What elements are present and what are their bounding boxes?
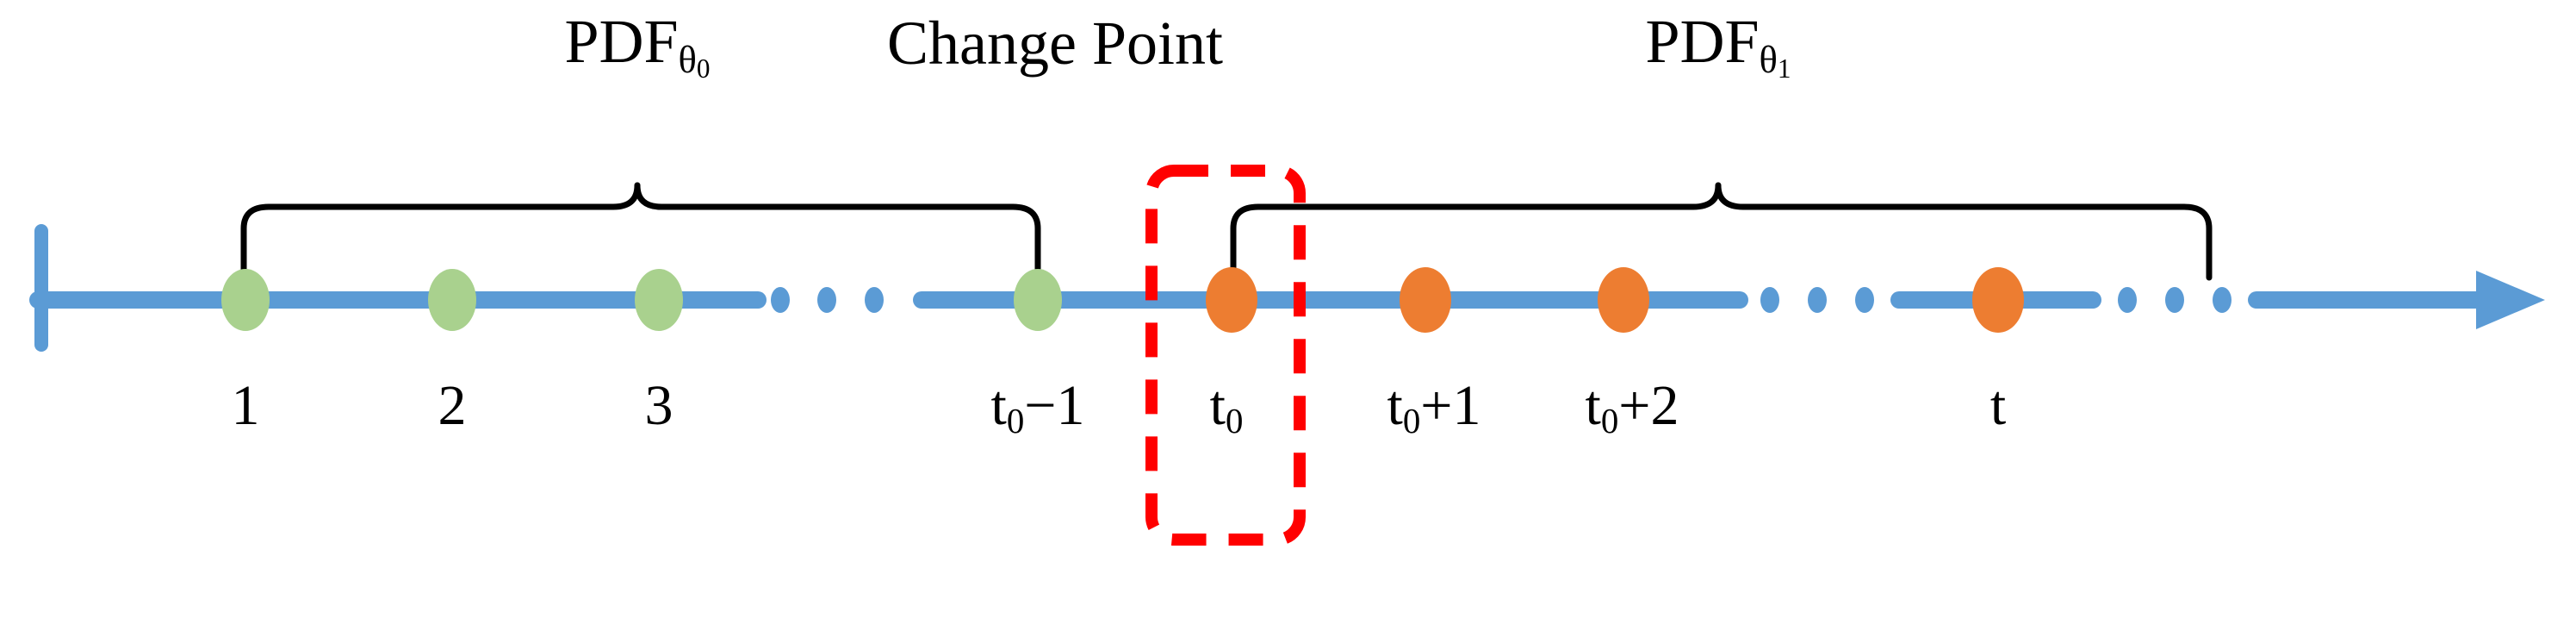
brace-pdf-theta0 — [240, 182, 1041, 281]
tick-label-1: 1 — [231, 374, 260, 437]
ellipsis-group-1 — [771, 287, 884, 313]
tick-label-t0-minus-1: t0−1 — [990, 374, 1085, 440]
marker-point-1[interactable] — [221, 269, 270, 331]
tick-label-t0-plus-2: t0+2 — [1585, 374, 1679, 440]
ellipsis-dot — [1760, 287, 1779, 313]
tick-label-t: t — [1989, 374, 2007, 437]
marker-point-3[interactable] — [635, 269, 683, 331]
marker-point-t[interactable] — [1972, 267, 2024, 333]
label-change-point: Change Point — [887, 9, 1223, 78]
ellipsis-dot — [865, 287, 884, 313]
ellipsis-dot — [1808, 287, 1827, 313]
subscript-0: 0 — [1006, 401, 1025, 440]
ellipsis-group-3 — [2118, 287, 2231, 313]
ellipsis-dot — [771, 287, 790, 313]
ellipsis-dot — [817, 287, 836, 313]
ellipsis-dot — [2118, 287, 2137, 313]
ellipsis-dot — [2165, 287, 2184, 313]
subscript-0: 0 — [1600, 401, 1619, 440]
tick-label-t0: t0 — [1209, 374, 1244, 440]
ellipsis-group-2 — [1760, 287, 1874, 313]
subscript-0: 0 — [1402, 401, 1421, 440]
marker-point-t0[interactable] — [1206, 267, 1257, 333]
marker-point-2[interactable] — [428, 269, 476, 331]
brace-right-leg — [634, 182, 1041, 281]
tick-label-t0-plus-1: t0+1 — [1387, 374, 1481, 440]
brace-left-leg — [1230, 182, 1722, 281]
label-pdf-theta0: PDFθ0 — [564, 7, 711, 84]
label-pdf-theta1: PDFθ1 — [1645, 7, 1791, 84]
brace-right-leg — [1715, 182, 2213, 281]
axis-arrowhead — [2476, 271, 2545, 329]
tick-label-3: 3 — [644, 374, 673, 437]
change-point-highlight-box[interactable] — [1145, 165, 1306, 546]
brace-left-leg — [240, 182, 641, 281]
marker-point-t0-plus-2[interactable] — [1598, 267, 1649, 333]
subscript-0: 0 — [1225, 401, 1244, 440]
tick-label-2: 2 — [438, 374, 467, 437]
marker-point-t0-minus-1[interactable] — [1014, 269, 1062, 331]
marker-point-t0-plus-1[interactable] — [1400, 267, 1451, 333]
ellipsis-dot — [2213, 287, 2231, 313]
time-axis — [29, 224, 2545, 352]
timeline-markers — [221, 267, 2024, 333]
brace-pdf-theta1 — [1230, 182, 2213, 281]
ellipsis-dot — [1855, 287, 1874, 313]
